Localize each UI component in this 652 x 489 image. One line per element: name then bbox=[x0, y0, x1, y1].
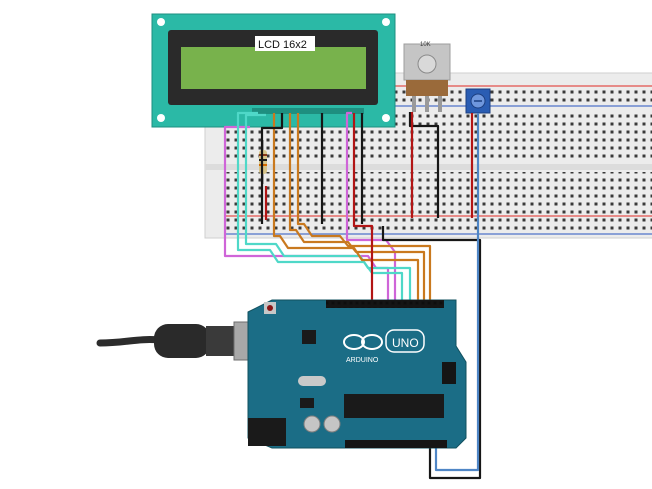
wire-orange-1 bbox=[272, 113, 420, 307]
wire-orange-2 bbox=[288, 113, 426, 307]
lcd-label-box bbox=[255, 36, 315, 51]
wire-black-1 bbox=[260, 113, 284, 224]
wire-cyan-2 bbox=[244, 113, 412, 307]
wires bbox=[223, 111, 482, 480]
arduino-brand-label: ARDUINO bbox=[346, 357, 379, 364]
arduino-model-label: UNO bbox=[392, 336, 419, 350]
wire-cyan-1 bbox=[236, 111, 404, 307]
wire-blue-1 bbox=[434, 113, 480, 472]
wire-orange-3 bbox=[296, 113, 432, 307]
pot-label: 10K bbox=[420, 42, 431, 48]
trim-pot-icon bbox=[465, 88, 491, 114]
wire-black-5 bbox=[381, 226, 482, 480]
microcontroller-icon bbox=[247, 299, 467, 449]
lcd-display-icon bbox=[151, 13, 396, 128]
lcd-label: LCD 16x2 bbox=[258, 39, 307, 51]
wire-pink-2 bbox=[345, 111, 397, 307]
rotary-pot-icon bbox=[403, 43, 451, 112]
wire-black-4 bbox=[408, 112, 440, 218]
usb-plug-icon bbox=[96, 321, 265, 361]
